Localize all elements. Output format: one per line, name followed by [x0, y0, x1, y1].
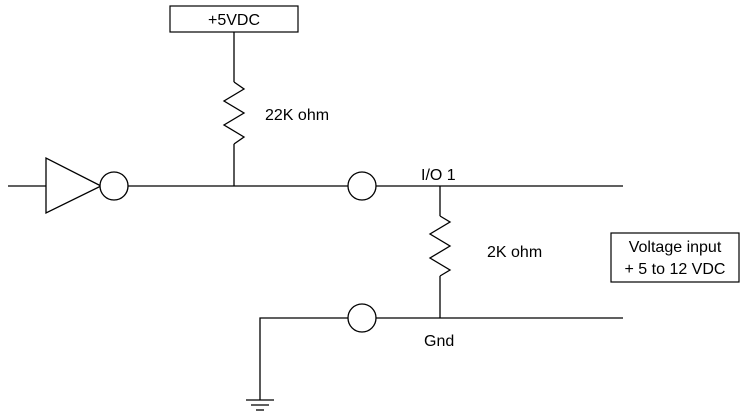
io-label: I/O 1 — [421, 167, 456, 184]
ground-label: Gnd — [424, 333, 454, 350]
voltage-input-line1: Voltage input — [629, 239, 722, 256]
voltage-input-box: Voltage input + 5 to 12 VDC — [610, 232, 740, 283]
load-resistor-label: 2K ohm — [487, 244, 542, 261]
ground-symbol — [246, 399, 274, 411]
ground-terminal — [347, 303, 377, 333]
supply-label: +5VDC — [208, 12, 260, 29]
load-resistor — [428, 215, 452, 277]
inverter-bubble — [99, 171, 129, 201]
io-terminal — [347, 171, 377, 201]
ground-left-wire — [259, 317, 348, 400]
pullup-resistor — [222, 81, 246, 145]
inverter-triangle — [45, 156, 103, 215]
pullup-resistor-label: 22K ohm — [265, 107, 329, 124]
voltage-input-line2: + 5 to 12 VDC — [625, 261, 726, 278]
supply-label-box: +5VDC — [169, 5, 299, 33]
